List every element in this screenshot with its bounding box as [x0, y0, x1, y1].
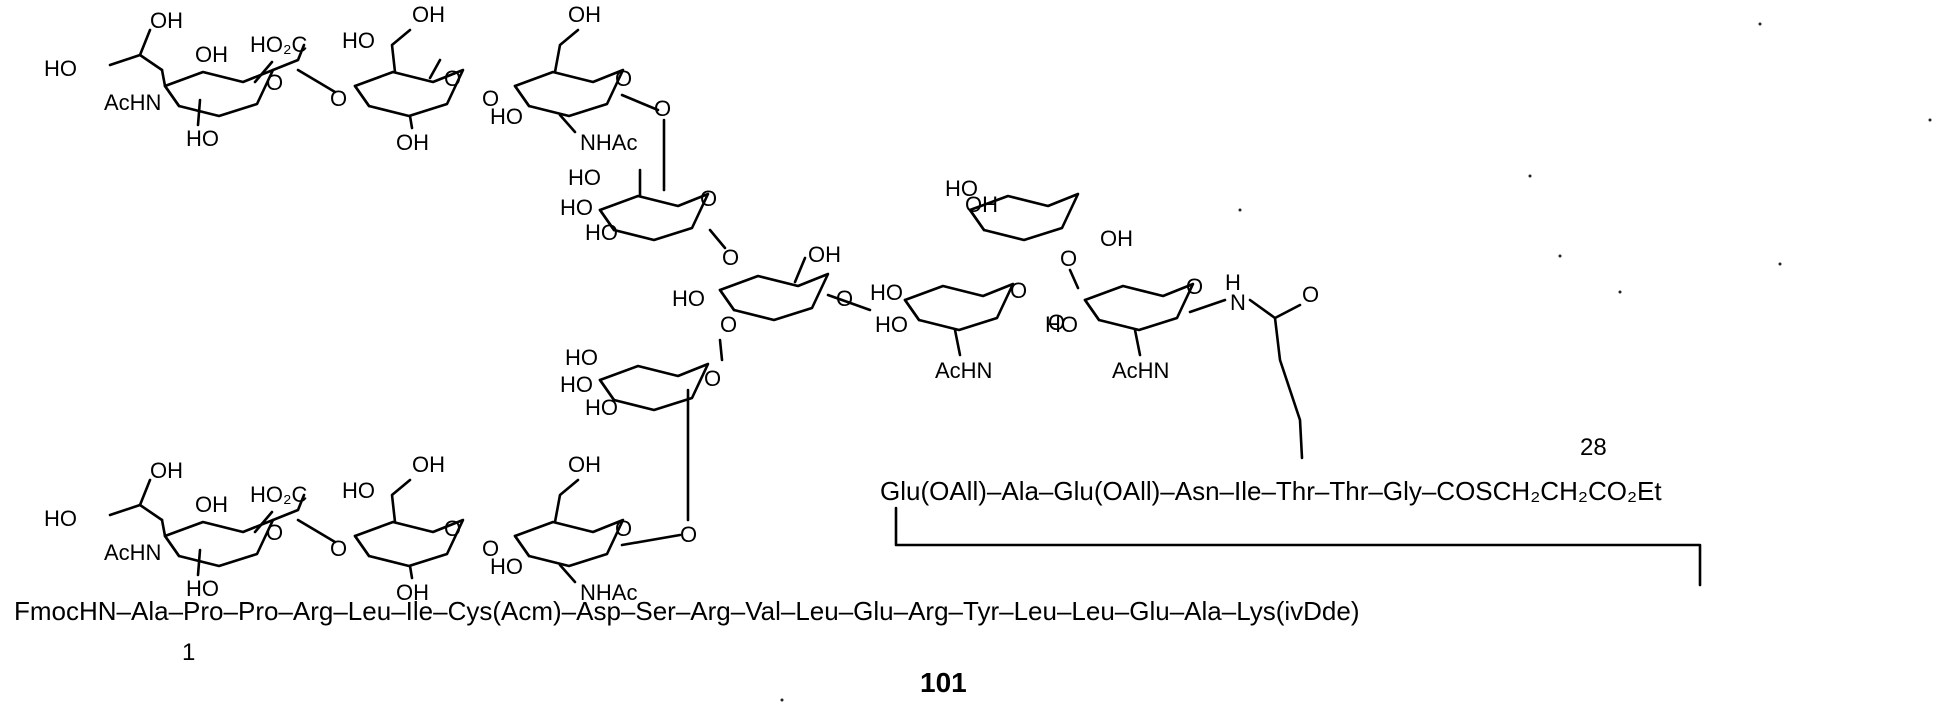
glucosamine-ring-1: OH HO NHAc O O [490, 2, 671, 190]
sia2-oh2-label: OH [195, 492, 228, 517]
fuc-oh2-label: OH [1100, 226, 1133, 251]
sia1-oh2-label: OH [195, 42, 228, 67]
glc2-ring-o-label: O [615, 516, 632, 541]
man2-ho-c-label: HO [585, 395, 618, 420]
peptide-section: 28 Glu(OAll)–Ala–Glu(OAll)–Asn–Ile–Thr–T… [14, 434, 1700, 666]
sia1-ring-o-label: O [266, 70, 283, 95]
glc1-ring-o-label: O [615, 66, 632, 91]
residue-1-label: 1 [182, 639, 195, 666]
galactose-ring-2: HO OH OH O O [342, 452, 499, 605]
gal2-oh-ch2-label: OH [412, 452, 445, 477]
sialic-acid-ring-2: HO OH OH HO₂C AcHN HO O O [44, 458, 347, 601]
sialic-acid-ring-1: HO OH OH HO₂C AcHN HO O O [44, 8, 347, 151]
glcnac1-achn-label: AcHN [935, 358, 992, 383]
mannose-ring-lower: HO HO HO O [560, 340, 722, 520]
man1-ho-a-label: HO [568, 165, 601, 190]
galactose-ring-1: HO OH OH O O [342, 2, 499, 155]
gal2-ring-o-label: O [444, 516, 461, 541]
man2-ho-b-label: HO [560, 372, 593, 397]
gal1-ho-label: HO [342, 28, 375, 53]
man1-ring-o-label: O [700, 186, 717, 211]
sia2-ring-o-label: O [266, 520, 283, 545]
isopeptide-linker-line [896, 508, 1700, 585]
sia1-ho-bottom-label: HO [186, 126, 219, 151]
mannose-ring-upper: HO HO HO O O [560, 165, 739, 270]
lower-antenna: HO OH OH HO₂C AcHN HO O O HO OH OH O O O… [44, 452, 697, 605]
core-ho-label: HO [672, 286, 705, 311]
sia2-oh-top-label: OH [150, 458, 183, 483]
sia1-ho2c-label: HO₂C [250, 32, 308, 57]
sia1-achn-label: AcHN [104, 90, 161, 115]
glc2-oh-label: OH [568, 452, 601, 477]
gal1-oh-ch2-label: OH [412, 2, 445, 27]
upper-peptide-chain: Glu(OAll)–Ala–Glu(OAll)–Asn–Ile–Thr–Thr–… [880, 476, 1662, 506]
core-oh-label: OH [808, 242, 841, 267]
amide-o-label: O [1302, 282, 1319, 307]
glucosamine-ring-2: OH HO NHAc O O [490, 452, 697, 605]
glcnac2-achn-label: AcHN [1112, 358, 1169, 383]
sia2-gal2-link-o-label: O [330, 536, 347, 561]
glc1-ho-label: HO [490, 104, 523, 129]
glc2-ho-label: HO [490, 554, 523, 579]
sia1-ho-side-label: HO [44, 56, 77, 81]
glc1-nhac-label: NHAc [580, 130, 637, 155]
glcnac2-ho-label: HO [1045, 312, 1078, 337]
glcnac-ring-1: HO HO AcHN O O [870, 278, 1065, 383]
core-link-o-label: O [720, 312, 737, 337]
man2-ho-a-label: HO [565, 345, 598, 370]
glcnac-ring-2: HO AcHN O H N O [1045, 270, 1319, 458]
glcnac1-ring-o-label: O [1010, 278, 1027, 303]
gal1-oh-bottom-label: OH [396, 130, 429, 155]
residue-28-label: 28 [1580, 434, 1607, 461]
lower-peptide-chain: FmocHN–Ala–Pro–Pro–Arg–Leu–Ile–Cys(Acm)–… [14, 596, 1360, 626]
compound-number: 101 [920, 667, 967, 698]
man1-ho-c-label: HO [585, 220, 618, 245]
sia1-gal1-link-o-label: O [330, 86, 347, 111]
gal2-ho-label: HO [342, 478, 375, 503]
glcnac1-ho2-label: HO [875, 312, 908, 337]
amide-n-label: N [1230, 290, 1246, 315]
upper-antenna: HO OH OH HO₂C AcHN HO O O HO OH OH O O O… [44, 2, 671, 190]
core-mannose-ring: HO OH O O [672, 242, 870, 337]
man2-ring-o-label: O [704, 366, 721, 391]
sia2-achn-label: AcHN [104, 540, 161, 565]
glc2-link-o-label: O [680, 522, 697, 547]
glcnac2-ring-o-label: O [1186, 274, 1203, 299]
sia2-ho-side-label: HO [44, 506, 77, 531]
sia2-ho2c-label: HO₂C [250, 482, 308, 507]
fuc-oh-label: OH [965, 192, 998, 217]
glc1-oh-label: OH [568, 2, 601, 27]
glc1-link-o-label: O [654, 96, 671, 121]
sia1-oh-top-label: OH [150, 8, 183, 33]
fuc-ring-o-label: O [1060, 246, 1077, 271]
fucose-ring: HO OH OH O [945, 176, 1133, 288]
man1-ho-b-label: HO [560, 195, 593, 220]
glcnac1-ho-label: HO [870, 280, 903, 305]
gal1-ring-o-label: O [444, 66, 461, 91]
